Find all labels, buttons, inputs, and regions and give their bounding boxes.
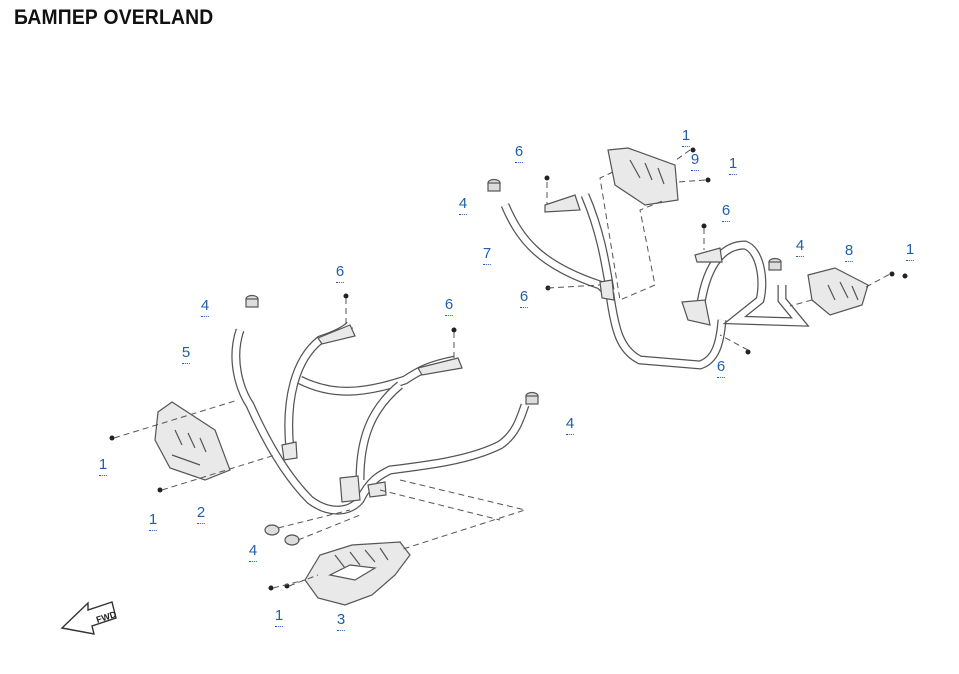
callout-6: 6: [514, 143, 524, 163]
callout-1: 1: [274, 607, 284, 627]
callout-1: 1: [681, 127, 691, 147]
rear-left-guard-plate: [607, 147, 679, 206]
front-end-caps: [245, 294, 539, 546]
callout-1: 1: [98, 456, 108, 476]
callout-5: 5: [181, 344, 191, 364]
callout-6: 6: [335, 263, 345, 283]
rear-dashed-guides: [546, 149, 891, 351]
callout-8: 8: [844, 242, 854, 262]
callout-6: 6: [519, 288, 529, 308]
page-title: БАМПЕР OVERLAND: [14, 6, 214, 29]
front-left-guard-plate: [154, 401, 231, 481]
callout-4: 4: [795, 237, 805, 257]
front-dashed-guides: [113, 298, 527, 589]
rear-bumper-tube: [500, 193, 810, 370]
callout-2: 2: [196, 504, 206, 524]
front-bolts: [109, 293, 457, 591]
callout-4: 4: [565, 415, 575, 435]
rear-end-caps: [487, 178, 782, 271]
callout-6: 6: [721, 202, 731, 222]
rear-right-guard-plate: [807, 267, 869, 316]
callout-6: 6: [444, 296, 454, 316]
callout-4: 4: [458, 195, 468, 215]
callout-1: 1: [905, 241, 915, 261]
callout-1: 1: [148, 511, 158, 531]
callout-3: 3: [336, 611, 346, 631]
front-bumper-tube: [231, 321, 530, 515]
fwd-arrow-icon: [60, 601, 117, 635]
rear-bolts: [544, 147, 908, 355]
callout-7: 7: [482, 245, 492, 265]
front-skid-plate: [304, 541, 411, 606]
callout-9: 9: [690, 151, 700, 171]
callout-4: 4: [248, 542, 258, 562]
callout-1: 1: [728, 155, 738, 175]
callout-6: 6: [716, 358, 726, 378]
callout-4: 4: [200, 297, 210, 317]
